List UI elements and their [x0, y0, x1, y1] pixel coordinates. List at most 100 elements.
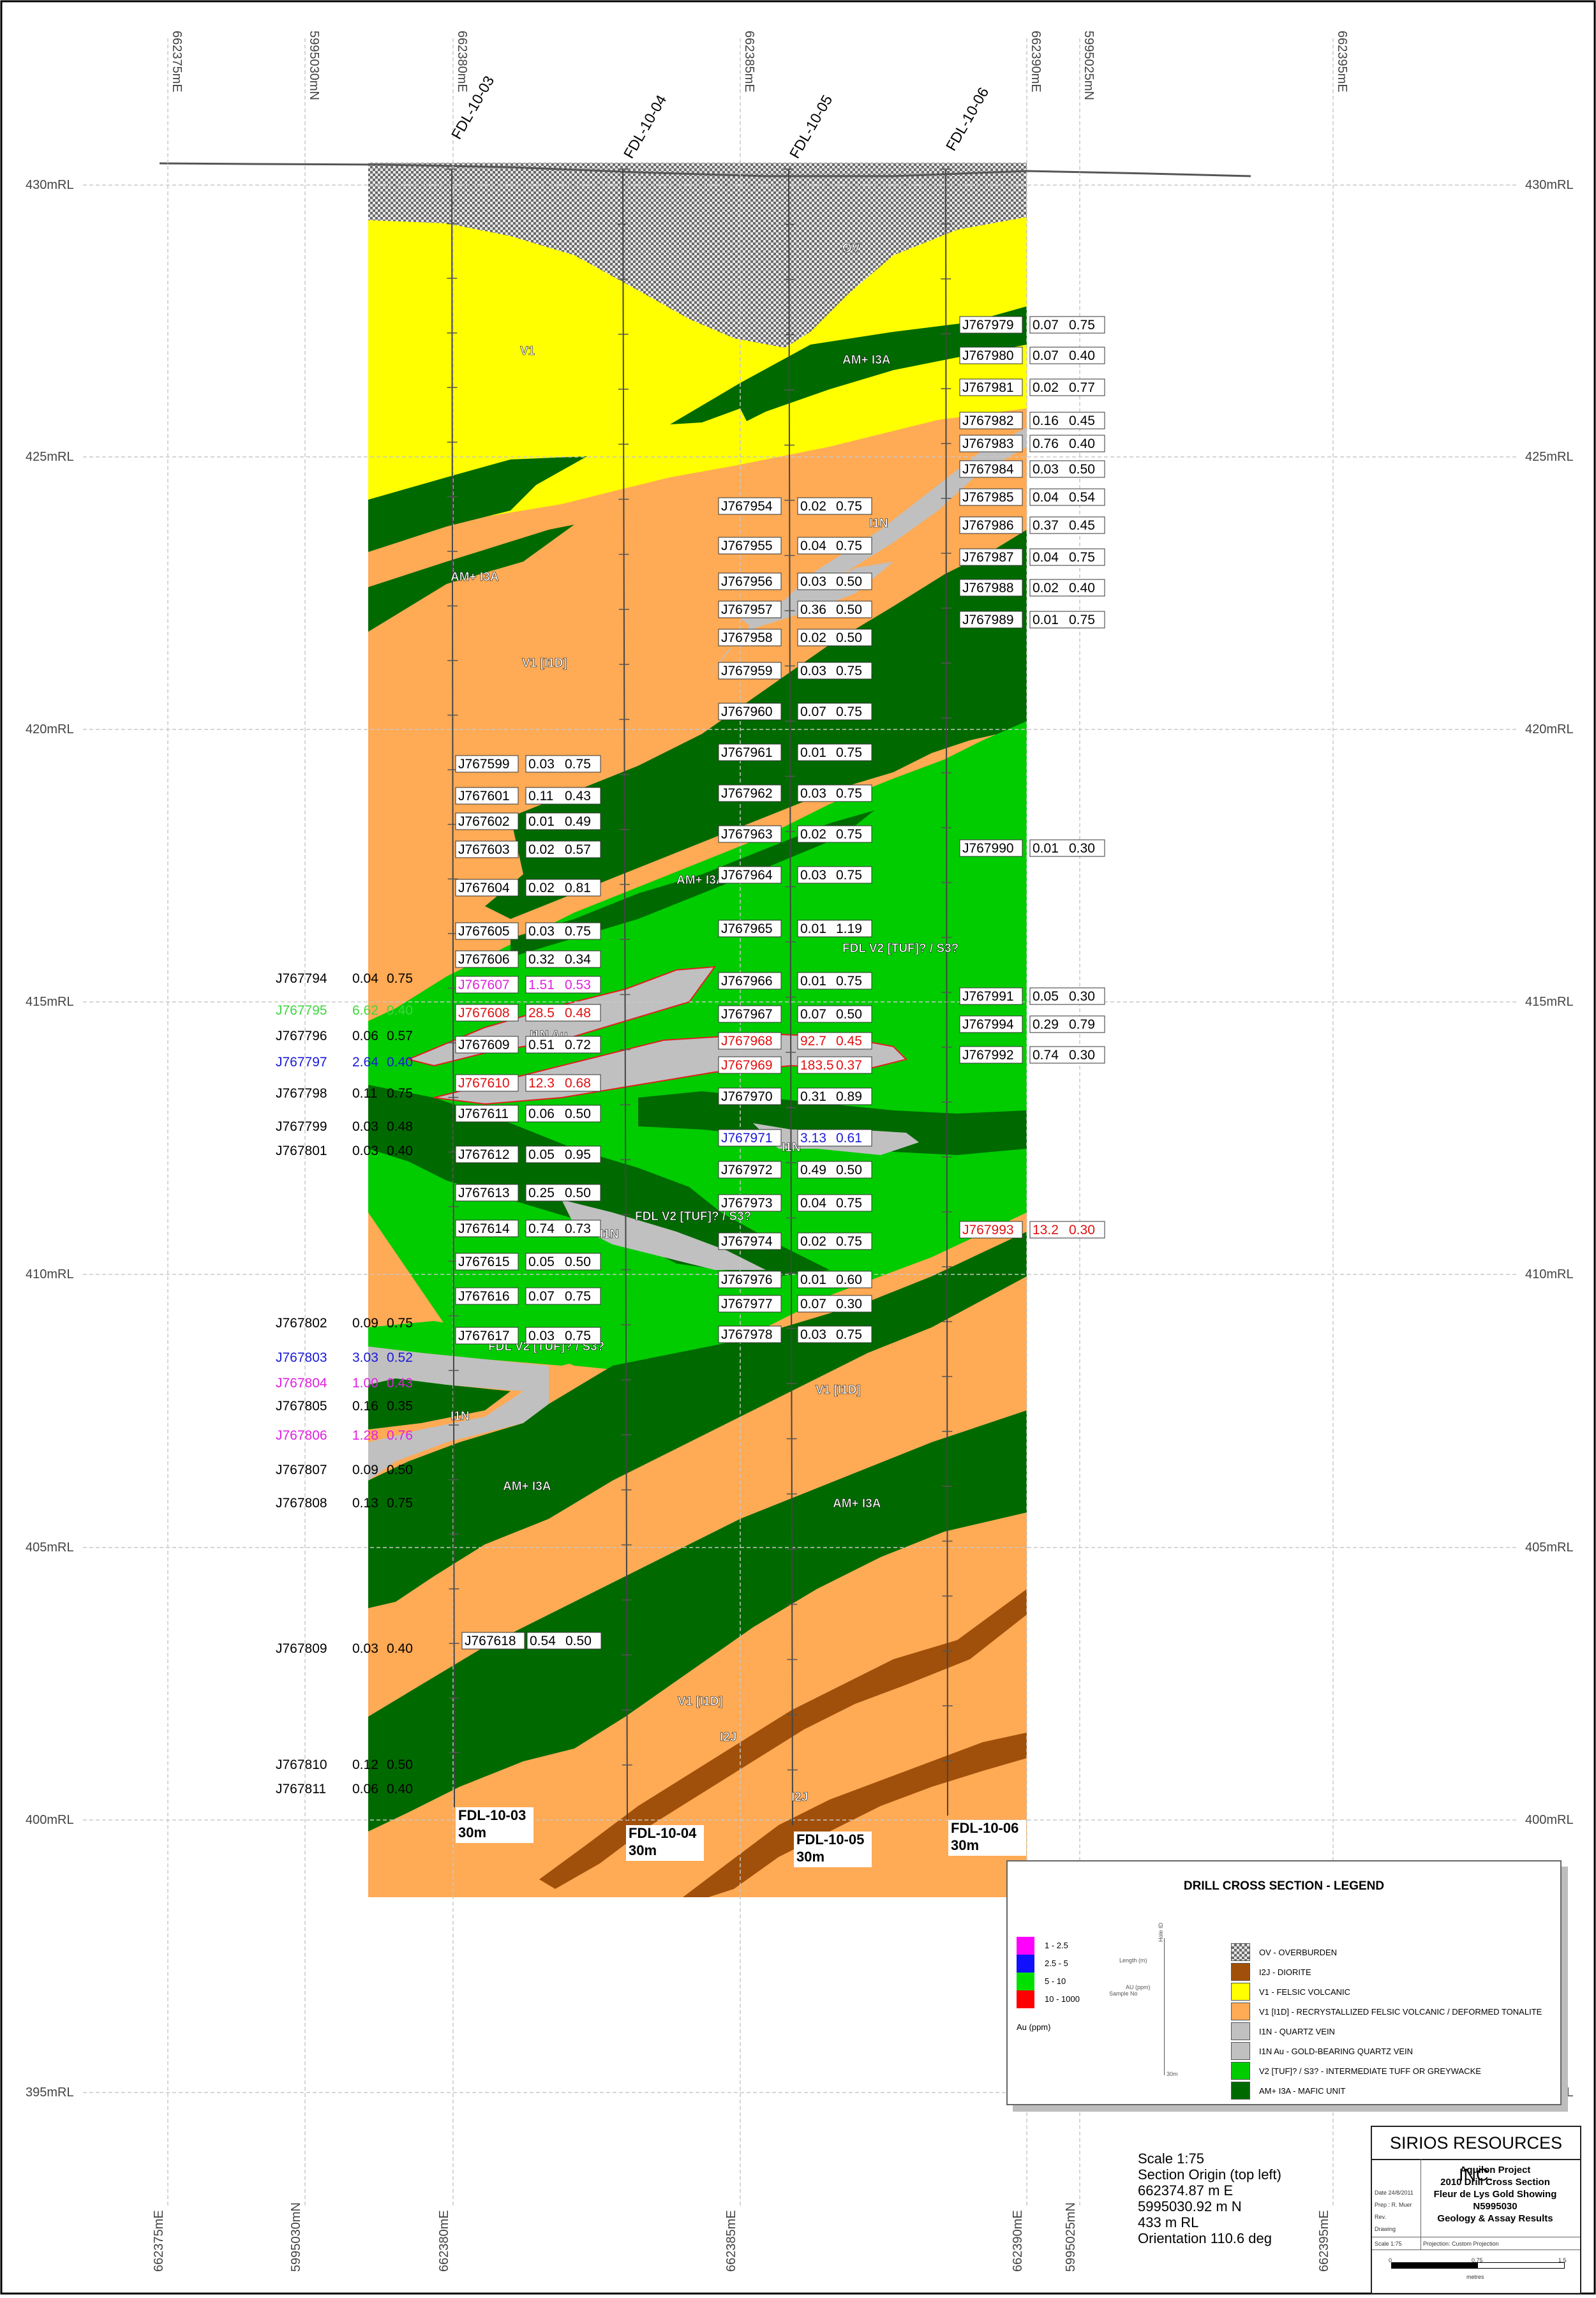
legend-key-diagram: Hole ID Length (m) AU (ppm) Sample No 30…	[1109, 1923, 1215, 2078]
geology-unit-label: FDL V2 [TUF]? / S3?	[842, 942, 958, 955]
sample-value-box	[797, 1232, 872, 1250]
sample-id-box	[959, 839, 1023, 857]
sample-value-box	[525, 787, 601, 805]
sample-id: J767801	[276, 1144, 327, 1158]
sample-au: 0.07	[528, 1289, 555, 1304]
sample-au: 0.07	[1033, 318, 1059, 332]
easting-label-top: 662385mE	[742, 31, 756, 93]
sample-id-box	[455, 1145, 519, 1163]
company-name: SIRIOS RESOURCES INC.	[1372, 2127, 1580, 2184]
sample-au: 0.12	[352, 1757, 378, 1772]
sample-id-box	[718, 1232, 782, 1250]
sample-id-box	[959, 548, 1023, 566]
sample-length: 0.40	[387, 1641, 413, 1656]
sample-id: J767802	[276, 1316, 327, 1331]
sample-value-box	[525, 1036, 601, 1054]
sample-value-box	[797, 972, 872, 990]
sample-length: 0.57	[565, 842, 591, 857]
sample-id-box	[718, 537, 782, 555]
sample-id-box	[455, 812, 519, 830]
sample-value-box	[797, 743, 872, 761]
sample-id-box	[959, 488, 1023, 506]
sample-au: 0.05	[528, 1255, 555, 1269]
sample-value-box	[525, 879, 601, 897]
geology-unit-label: I2J	[720, 1731, 736, 1744]
scale-bar-tick: 0	[1389, 2257, 1392, 2264]
sample-id: J767974	[721, 1234, 773, 1249]
sample-value-box	[1029, 435, 1105, 452]
au-range-swatch	[1017, 1973, 1034, 1990]
sample-length: 0.89	[836, 1089, 862, 1104]
sample-value-box	[1029, 579, 1105, 597]
sample-length: 0.45	[1069, 518, 1095, 533]
hole-end-depth: 30m	[951, 1837, 979, 1853]
sample-id-box	[718, 703, 782, 720]
elevation-label-right: 405mRL	[1525, 1541, 1574, 1555]
sample-au: 6.62	[352, 1003, 378, 1018]
sample-id-box	[959, 378, 1023, 396]
sample-id-box	[959, 579, 1023, 597]
sample-au: 28.5	[528, 1006, 555, 1020]
sample-id-box	[455, 840, 519, 858]
legend-unit-swatch	[1231, 2022, 1250, 2040]
legend-unit-swatch	[1231, 2082, 1250, 2100]
unit-am-i3a-mid-band-2	[817, 530, 1027, 696]
sample-id: J767956	[721, 574, 773, 589]
sample-value-box	[525, 976, 601, 994]
sample-length: 0.50	[387, 1757, 413, 1772]
sample-length: 0.75	[836, 974, 862, 989]
unit-am-i3a-thin-band	[511, 810, 874, 957]
sample-id-box	[959, 347, 1023, 364]
sample-id: J767985	[962, 490, 1014, 505]
sample-id-box	[455, 1327, 519, 1345]
sample-id: J767987	[962, 550, 1014, 565]
sample-value-box	[1029, 316, 1105, 334]
sample-value-box	[526, 1632, 602, 1650]
legend-unit-label: V2 [TUF]? / S3? - INTERMEDIATE TUFF OR G…	[1259, 2066, 1481, 2076]
sample-value-box	[797, 825, 872, 843]
coordinate-labels: 662375mE662375mE662380mE662380mE662385mE…	[26, 31, 1574, 2272]
section-title: 2010 Drill Cross Section	[1440, 2177, 1550, 2188]
sample-id: J767609	[458, 1038, 510, 1052]
sample-id: J767607	[458, 978, 510, 992]
sample-id: J767961	[721, 745, 773, 760]
sample-id-box	[455, 1004, 519, 1022]
sample-value-box	[797, 537, 872, 555]
sample-length: 0.75	[836, 827, 862, 842]
tb-projection: Projection: Custom Projection	[1423, 2241, 1499, 2247]
northing-label-bottom: 5995025mN	[1064, 2202, 1078, 2272]
sample-length: 0.75	[836, 664, 862, 678]
sample-length: 0.79	[1069, 1017, 1095, 1032]
legend-unit-label: OV - OVERBURDEN	[1259, 1948, 1338, 1957]
sample-au: 0.04	[800, 1196, 826, 1211]
sample-id: J767612	[458, 1147, 510, 1162]
sample-au: 0.06	[528, 1107, 555, 1121]
sample-id-box	[455, 787, 519, 805]
sample-length: 0.75	[836, 499, 862, 514]
sample-length: 0.75	[836, 1196, 862, 1211]
northing-label-top: 5995025mN	[1082, 31, 1096, 100]
elevation-label-left: 415mRL	[26, 995, 74, 1009]
unit-am-i3a-horizontal	[638, 1091, 1027, 1155]
key-sample: Sample No	[1109, 1990, 1138, 1997]
sample-id: J767994	[962, 1017, 1014, 1032]
elevation-label-right: 415mRL	[1525, 995, 1574, 1009]
sample-length: 0.50	[836, 602, 862, 617]
legend-unit-label: V1 - FELSIC VOLCANIC	[1259, 1987, 1351, 1997]
sample-au: 0.03	[800, 1327, 826, 1342]
